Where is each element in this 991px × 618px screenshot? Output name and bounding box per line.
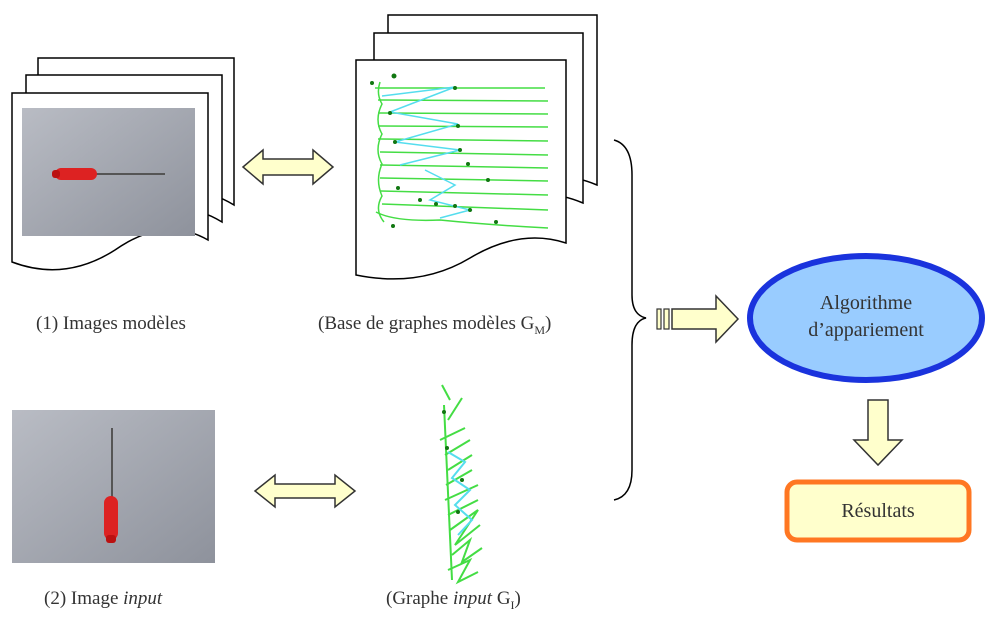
algorithm-line1: Algorithme: [819, 292, 913, 314]
brace-icon: [613, 139, 647, 501]
model-images-text: (1) Images modèles: [36, 313, 186, 334]
input-graph-symbol: G: [492, 588, 511, 609]
input-image-text: (2) Image: [44, 588, 124, 609]
input-image-emphasis: input: [123, 588, 163, 609]
double-arrow-icon: [241, 148, 335, 186]
model-graphs-close: ): [545, 313, 552, 334]
model-images-label: (1) Images modèles: [36, 313, 186, 335]
input-graph-plot: [439, 384, 483, 585]
double-arrow-icon: [253, 473, 357, 509]
algorithm-node: [747, 253, 985, 383]
algorithm-line2: d’appariement: [808, 319, 924, 341]
algorithm-label: Algorithme d’appariement: [756, 290, 976, 344]
input-image-label: (2) Image input: [44, 588, 162, 610]
model-photo: [22, 108, 195, 236]
screwdriver-icon: [104, 428, 118, 543]
input-graph-emphasis: input: [453, 588, 493, 609]
input-graph-close: ): [514, 588, 521, 609]
down-arrow-icon: [852, 399, 904, 467]
right-arrow-icon: [656, 294, 740, 344]
model-graphs-subscript: M: [534, 322, 545, 337]
input-image: [12, 410, 215, 563]
model-graphs-stack: [355, 14, 598, 280]
model-graphs-text: (Base de graphes modèles G: [318, 313, 535, 334]
input-graph-subscript: I: [510, 597, 515, 612]
results-node: [784, 479, 972, 543]
results-text: Résultats: [841, 500, 915, 522]
model-graphs-label: (Base de graphes modèles GM): [318, 313, 551, 338]
model-graph-plot: [370, 73, 549, 229]
model-images-stack: [11, 57, 235, 271]
results-label: Résultats: [787, 497, 969, 525]
input-graph-label: (Graphe input GI): [386, 588, 521, 613]
input-graph-text: (Graphe: [386, 588, 453, 609]
screwdriver-icon: [52, 168, 165, 180]
